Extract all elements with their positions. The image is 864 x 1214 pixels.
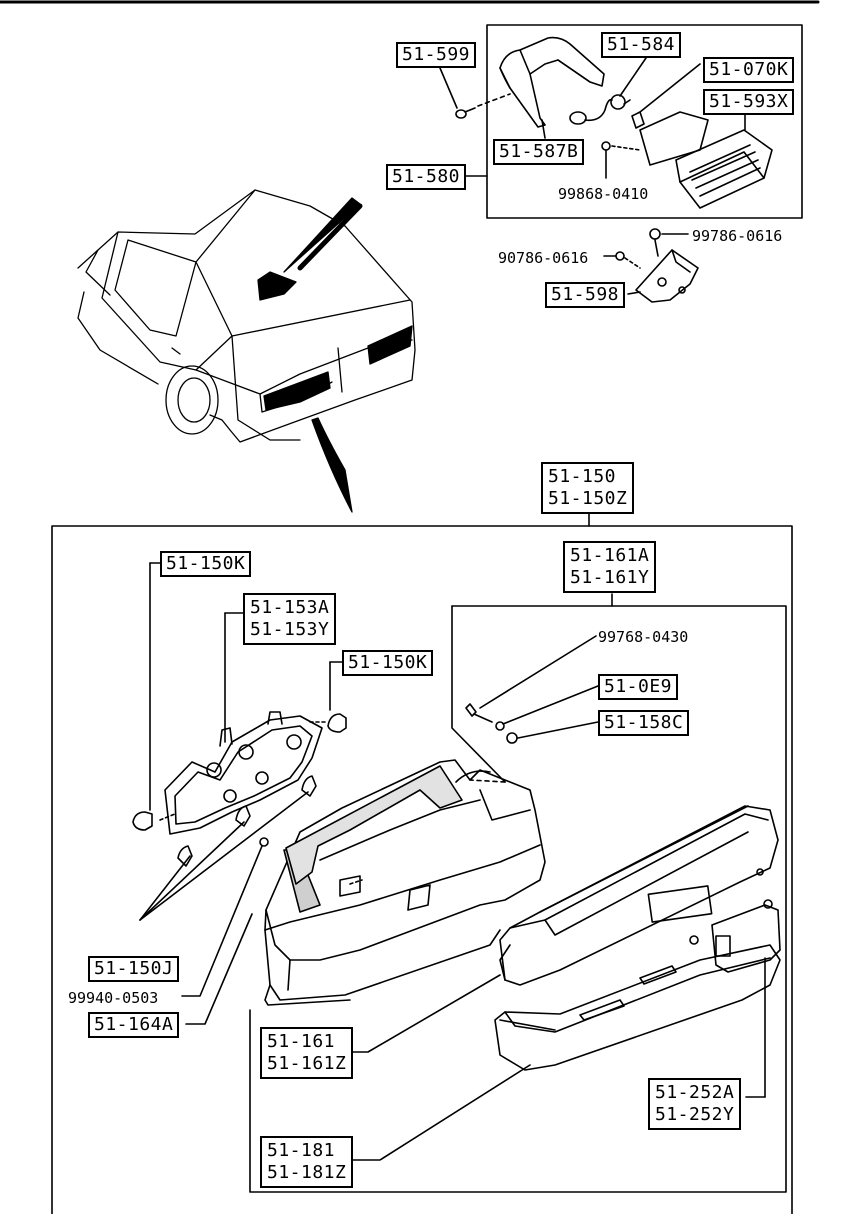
rear-lamp-group-frame [51,525,793,1214]
label-51-158C: 51-158C [598,710,690,736]
label-51-161-group: 51-161 51-161Z [260,1027,354,1079]
label-51-599: 51-599 [396,42,477,68]
label-99786-0616: 99786-0616 [692,227,783,245]
label-51-150Z: 51-150Z [548,488,628,509]
label-51-0E9: 51-0E9 [598,674,679,700]
label-51-164A: 51-164A [88,1012,180,1038]
label-51-587B: 51-587B [493,139,585,165]
label-51-580: 51-580 [386,164,467,190]
label-51-584: 51-584 [601,32,682,58]
garnish-fasteners [465,635,599,744]
label-51-252Y: 51-252Y [655,1104,735,1125]
label-51-161Y: 51-161Y [570,567,650,588]
label-99768-0430: 99768-0430 [598,628,689,646]
label-51-161Z: 51-161Z [267,1053,347,1074]
leader-99940-0503 [181,845,263,997]
label-51-161A-group: 51-161A 51-161Y [563,541,657,593]
leader-51-164A [185,913,253,1025]
socket-harness [569,57,647,125]
label-51-252-group: 51-252A 51-252Y [648,1078,742,1130]
label-51-153A: 51-153A [250,597,330,618]
bulb-51-070K [631,63,701,129]
leader-51-150J-c [139,791,309,921]
bracket-51-598 [603,228,699,303]
stop-lamp-group-frame [486,24,803,219]
label-90786-0616: 90786-0616 [498,249,589,267]
socket-plate [164,711,323,835]
screw-51-599 [439,67,511,119]
side-marker-lamp [689,899,781,1098]
label-51-181Z: 51-181Z [267,1162,347,1183]
stop-lamp-cover [499,36,605,139]
label-51-150J: 51-150J [88,956,180,982]
label-51-150: 51-150 [548,466,617,487]
leader-51-161 [351,974,501,1053]
stop-lamp-lens [639,109,773,209]
car-illustration [77,189,416,513]
leader-51-150J-b [139,821,245,921]
label-99868-0410: 99868-0410 [558,185,649,203]
garnish-subframe-left [451,605,506,783]
screw-99940-0503 [259,837,269,847]
lower-garnish [494,944,781,1071]
label-51-593X: 51-593X [703,89,795,115]
label-51-150K-left: 51-150K [160,551,252,577]
label-51-252A: 51-252A [655,1082,735,1103]
leader-51-150J-a [139,855,191,921]
label-51-161: 51-161 [267,1031,336,1052]
label-51-150K-right: 51-150K [342,650,434,676]
label-51-150-group: 51-150 51-150Z [541,462,635,514]
label-51-153-group: 51-153A 51-153Y [243,593,337,645]
label-51-598: 51-598 [545,282,626,308]
label-51-153Y: 51-153Y [250,619,330,640]
label-51-181: 51-181 [267,1140,336,1161]
screw-99868-0410 [601,141,641,179]
label-51-181-group: 51-181 51-181Z [260,1136,354,1188]
garnish-subframe [249,605,787,1193]
label-99940-0503: 99940-0503 [68,989,159,1007]
label-51-161A: 51-161A [570,545,650,566]
rear-garnish [499,805,779,986]
bulbs [132,713,347,867]
label-51-070K: 51-070K [703,57,795,83]
leader-51-181 [351,1064,531,1161]
rear-lamp-housing [264,759,546,1006]
